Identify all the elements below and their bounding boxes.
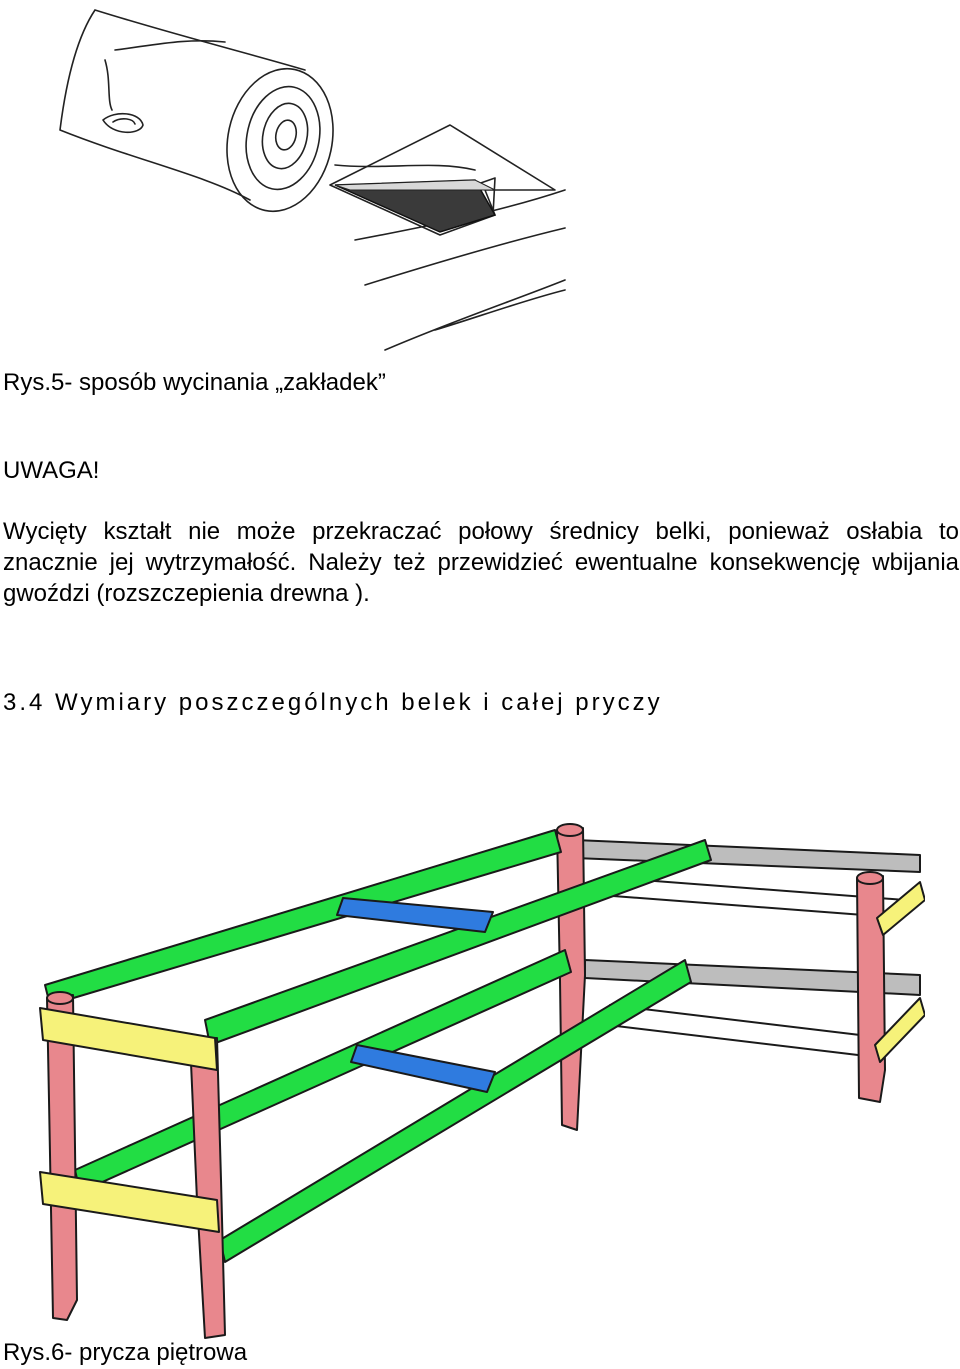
log-end	[226, 67, 334, 213]
front-left-post-top	[46, 991, 74, 1005]
warning-paragraph: Wycięty kształt nie może przekraczać poł…	[3, 518, 959, 607]
back-left-post-top	[556, 823, 584, 837]
bunk-bed-illustration	[39, 823, 925, 1339]
figure-5-caption: Rys.5- sposób wycinania „zakładek”	[3, 369, 386, 396]
back-bottom-lower-beam	[607, 1004, 886, 1059]
front-bottom-end-beam	[39, 1171, 220, 1233]
figure-6-caption: Rys.6- prycza piętrowa	[3, 1339, 248, 1366]
front-top-end-beam	[39, 1007, 218, 1071]
back-right-post-top	[856, 871, 884, 885]
upper-cross-bar	[336, 897, 494, 933]
beam-edge-top	[334, 164, 476, 171]
log-bark-line	[104, 40, 226, 111]
back-left-post	[556, 827, 586, 1131]
back-right-top-end-beam	[876, 881, 925, 936]
back-right-post	[856, 875, 886, 1103]
log-knot	[102, 112, 144, 134]
log-notch-illustration	[59, 9, 566, 351]
front-left-post	[46, 994, 78, 1321]
log-body	[59, 9, 306, 201]
lower-cross-bar	[350, 1044, 496, 1093]
back-right-bottom-end-beam	[874, 997, 925, 1063]
front-right-post	[189, 1037, 226, 1339]
section-heading: 3.4 Wymiary poszczególnych belek i całej…	[3, 689, 663, 716]
warning-heading: UWAGA!	[3, 457, 100, 484]
